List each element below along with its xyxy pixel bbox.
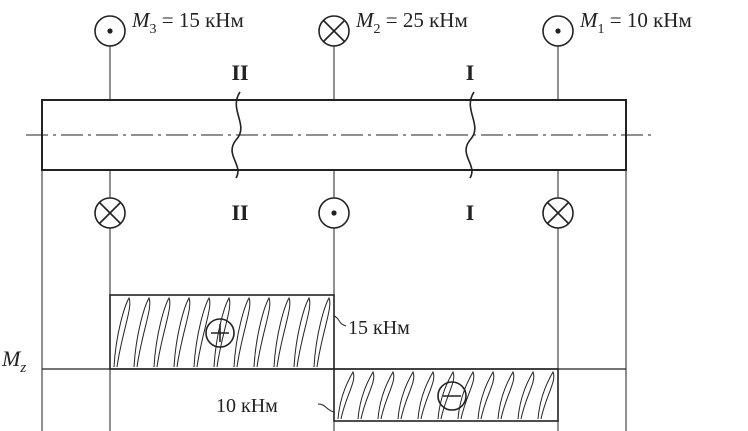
- torque-m2-cross-icon: [318, 15, 350, 47]
- diagram-axis-label: Mz: [1, 346, 26, 376]
- hatch-stroke: [293, 296, 311, 368]
- hatch-stroke: [397, 370, 415, 420]
- hatch-stroke: [437, 370, 455, 420]
- torque-symbols-bottom: [94, 197, 574, 229]
- hatch-stroke: [313, 296, 331, 368]
- section-break-i: [465, 91, 476, 179]
- torque-m1-dot-icon: [542, 15, 574, 47]
- plus-sign-icon: [205, 318, 235, 348]
- diagram-value-positive: 15 кНм: [348, 317, 410, 339]
- torque-m3-cross-icon: [94, 197, 126, 229]
- torque-m3-label: M3 = 15 кНм: [131, 8, 244, 37]
- torque-m2-label: M2 = 25 кНм: [355, 8, 468, 37]
- hatch-stroke: [133, 296, 151, 368]
- hatch-stroke: [153, 296, 171, 368]
- hatch-stroke: [497, 370, 515, 420]
- torque-diagram: 15 кНм 10 кНм Mz: [1, 294, 626, 422]
- section-label-ii-upper: II: [231, 60, 248, 85]
- diagram-value-negative: 10 кНм: [216, 395, 278, 417]
- section-label-i-upper: I: [466, 60, 475, 85]
- hatch-stroke: [377, 370, 395, 420]
- torque-labels: M3 = 15 кНм M2 = 25 кНм M1 = 10 кНм: [131, 8, 692, 37]
- hatch-stroke: [517, 370, 535, 420]
- hatch-stroke: [457, 370, 475, 420]
- section-break-ii: [231, 91, 242, 179]
- torque-m3-dot-icon: [94, 15, 126, 47]
- section-label-ii-lower: II: [231, 200, 248, 225]
- hatch-stroke: [213, 296, 231, 368]
- diagram-segment-negative: [333, 368, 559, 422]
- shaft: [26, 91, 654, 179]
- hatch-stroke: [113, 296, 131, 368]
- hatch-stroke: [273, 296, 291, 368]
- hatch-stroke: [173, 296, 191, 368]
- leader-negative: [317, 403, 335, 413]
- torque-m2-dot-icon: [318, 197, 350, 229]
- diagram-hatch-positive: [113, 296, 331, 368]
- section-label-i-lower: I: [466, 200, 475, 225]
- hatch-stroke: [337, 370, 355, 420]
- leader-positive: [333, 315, 347, 327]
- hatch-stroke: [253, 296, 271, 368]
- torque-symbols-top: [94, 15, 574, 47]
- hatch-stroke: [233, 296, 251, 368]
- hatch-stroke: [193, 296, 211, 368]
- torque-m1-label: M1 = 10 кНм: [579, 8, 692, 37]
- torque-m1-cross-icon: [542, 197, 574, 229]
- minus-sign-icon: [437, 381, 467, 411]
- hatch-stroke: [537, 370, 555, 420]
- hatch-stroke: [357, 370, 375, 420]
- diagram-segment-positive: [109, 294, 335, 370]
- hatch-stroke: [417, 370, 435, 420]
- diagram-hatch-negative: [337, 370, 555, 420]
- hatch-stroke: [477, 370, 495, 420]
